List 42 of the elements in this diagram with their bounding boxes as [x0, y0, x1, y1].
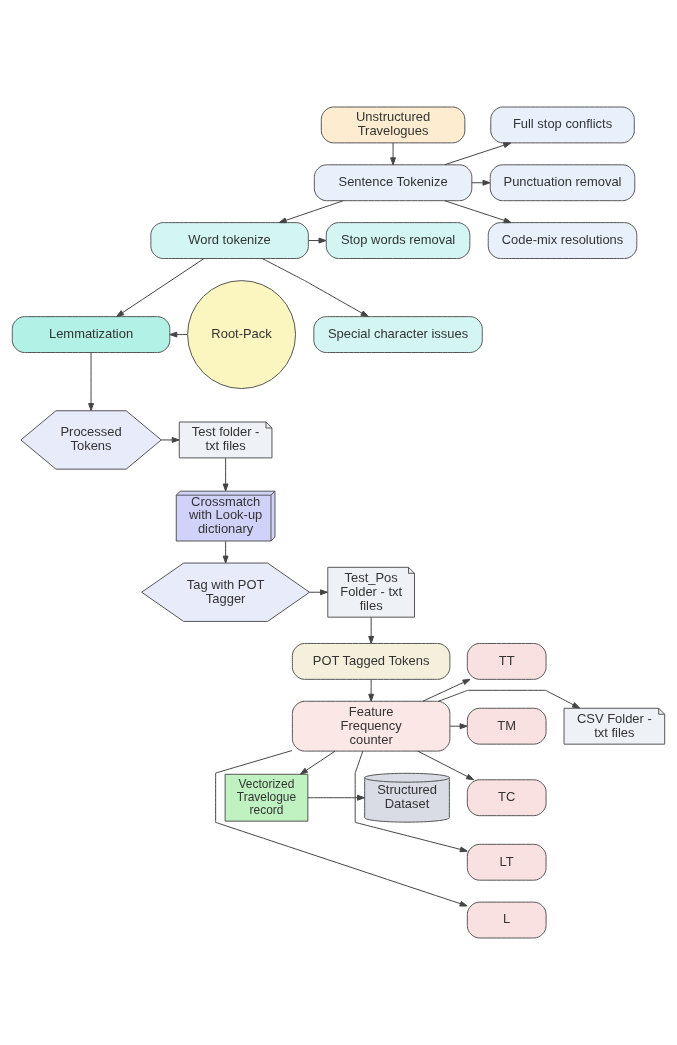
node-box: Vectorized Travelogue record	[224, 773, 309, 822]
node-box: TC	[466, 779, 547, 817]
node-box: TM	[466, 707, 547, 745]
arrow	[444, 142, 512, 166]
arrow	[368, 679, 375, 702]
node-box: Sentence Tokenize	[313, 164, 473, 202]
arrow	[116, 258, 205, 318]
node-box: TT	[466, 642, 547, 680]
node-box: POT Tagged Tokens	[291, 642, 451, 680]
arrow	[299, 750, 336, 775]
arrow	[278, 200, 344, 224]
arrow	[262, 258, 369, 318]
arrow	[215, 750, 468, 907]
node-box: Code-mix resolutions	[487, 222, 638, 259]
node-box: Lemmatization	[11, 316, 171, 353]
arrow	[471, 179, 491, 186]
node-box: Unstructured Travelogues	[320, 106, 466, 144]
node-box: Stop words removal	[325, 222, 471, 259]
node-circle: Root-Pack	[187, 280, 297, 390]
node-box: Special character issues	[313, 316, 483, 353]
arrow	[88, 352, 94, 411]
arrow	[222, 540, 229, 564]
arrow	[160, 437, 180, 443]
node-box: Feature Frequency counter	[291, 700, 451, 752]
arrow	[422, 678, 471, 702]
arrow	[222, 457, 229, 492]
node-box: L	[466, 901, 547, 939]
arrow	[437, 689, 581, 709]
node-box: Full stop conflicts	[490, 106, 635, 144]
node-box: Word tokenize	[150, 222, 309, 259]
arrow	[368, 617, 375, 644]
node-box: Punctuation removal	[489, 164, 636, 202]
arrow	[417, 750, 475, 781]
node-box: LT	[466, 843, 547, 881]
arrow	[354, 750, 468, 853]
arrow	[169, 331, 188, 338]
arrow	[390, 142, 396, 166]
arrow	[307, 794, 365, 801]
arrow	[449, 723, 468, 730]
arrow	[309, 589, 328, 596]
arrow	[444, 200, 512, 224]
arrow	[308, 237, 327, 244]
